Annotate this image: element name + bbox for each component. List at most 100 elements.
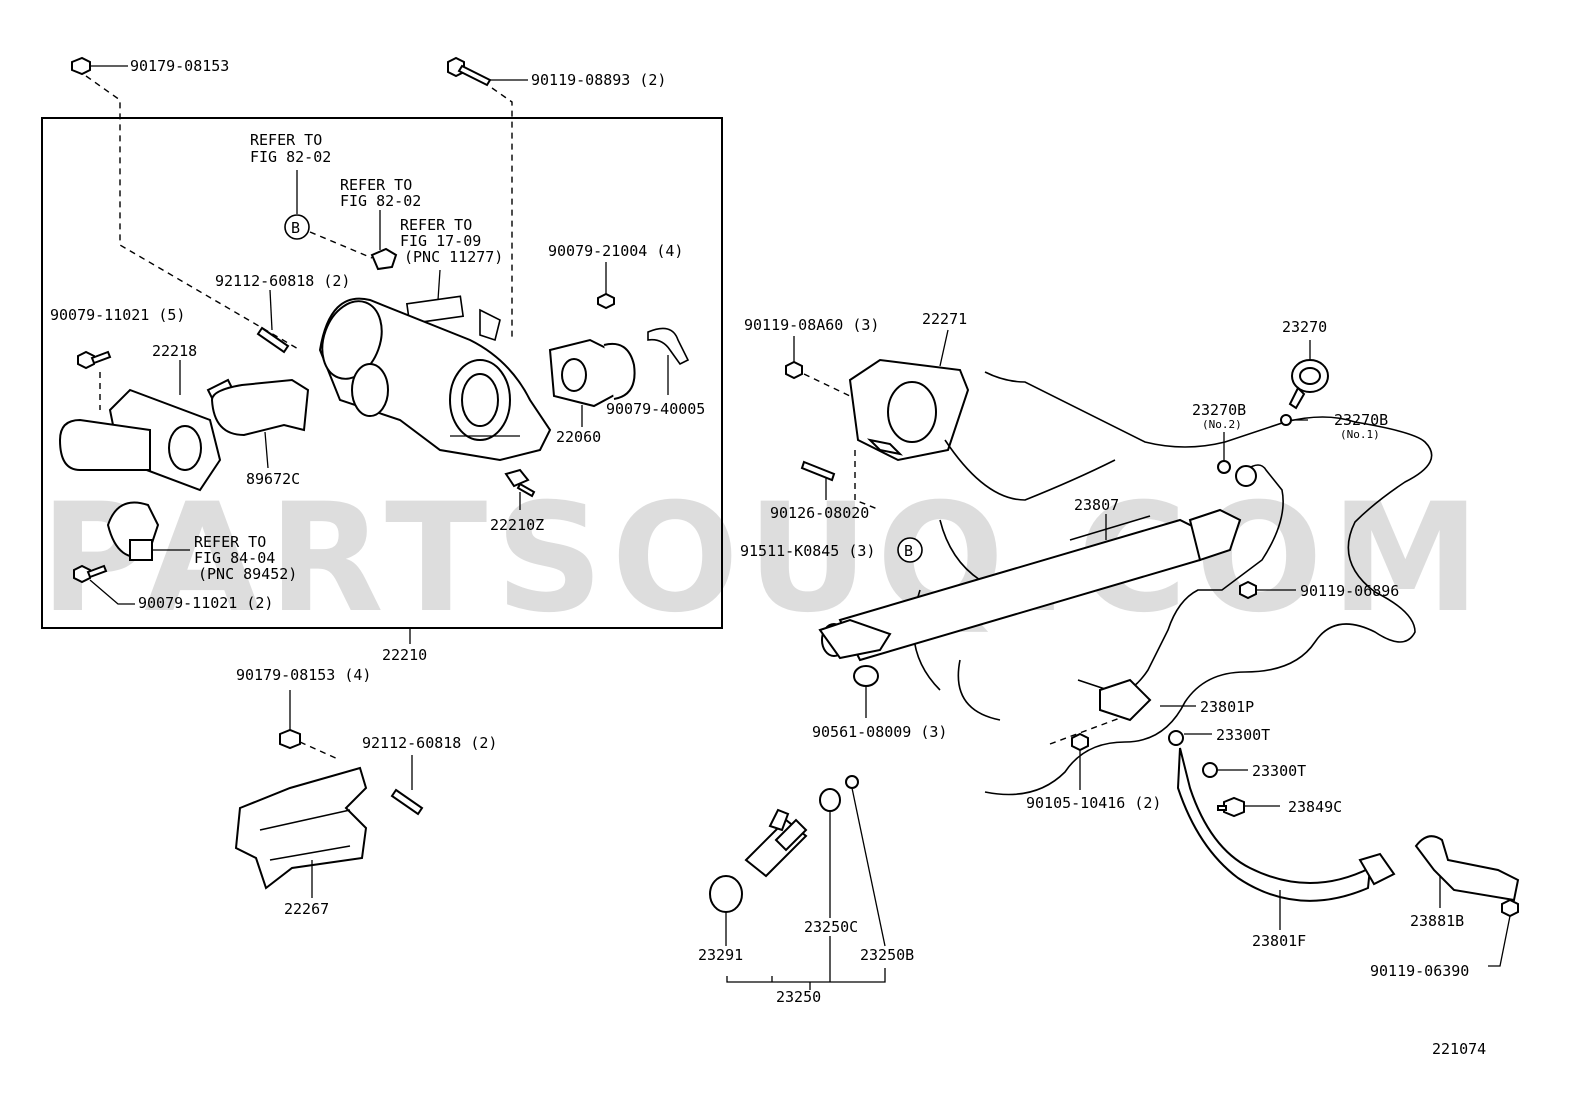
label-refer-82-02-b1: REFER TO xyxy=(340,176,412,194)
label-23300t-a: 23300T xyxy=(1216,726,1270,744)
stud-92112-60818-bottom[interactable] xyxy=(390,755,424,816)
clamp-23881B[interactable] xyxy=(1414,835,1520,908)
label-plate[interactable] xyxy=(405,295,465,325)
refer-badge-b-left[interactable] xyxy=(284,214,310,240)
label-23300t-b: 23300T xyxy=(1252,762,1306,780)
badge-b-right-text: B xyxy=(904,542,913,560)
label-refer-82-02-b2: FIG 82-02 xyxy=(340,192,421,210)
bolt-90119-08893[interactable] xyxy=(447,56,528,87)
label-22271: 22271 xyxy=(922,310,967,328)
badge-b-left-text: B xyxy=(291,219,300,237)
washer-23270B-no1[interactable] xyxy=(1280,414,1292,426)
insulator-90561-08009[interactable] xyxy=(853,665,879,718)
label-23250b: 23250B xyxy=(860,946,914,964)
label-90079-40005: 90079-40005 xyxy=(606,400,705,418)
sensor-22210Z[interactable] xyxy=(504,468,536,510)
stud-92112-60818-top[interactable] xyxy=(256,289,290,354)
injector-23250[interactable] xyxy=(744,808,808,878)
nut-90179-08153-top[interactable] xyxy=(71,56,128,76)
label-92112-60818-top: 92112-60818 (2) xyxy=(215,272,350,290)
label-23250c: 23250C xyxy=(804,918,858,936)
nut-90179-08153-4[interactable] xyxy=(279,690,301,750)
washer-23270B-no2[interactable] xyxy=(1217,460,1231,474)
label-refer-82-02-a2: FIG 82-02 xyxy=(250,148,331,166)
label-23270b-no1: 23270B xyxy=(1334,411,1388,429)
label-23881b: 23881B xyxy=(1410,912,1464,930)
bracket-22218[interactable] xyxy=(58,388,222,492)
fuel-hose-23801F[interactable] xyxy=(1176,747,1396,930)
label-90119-08a60: 90119-08A60 (3) xyxy=(744,316,879,334)
diagram-id: 221074 xyxy=(1432,1040,1486,1058)
label-89672c: 89672C xyxy=(246,470,300,488)
leader-dashed-1 xyxy=(85,75,301,351)
bolt-90119-06896[interactable] xyxy=(1239,580,1296,600)
label-22210: 22210 xyxy=(382,646,427,664)
label-91511-k0845: 91511-K0845 (3) xyxy=(740,542,875,560)
throttle-body-22210[interactable] xyxy=(312,293,552,462)
screw-90079-11021-2[interactable] xyxy=(73,564,108,584)
label-90119-06390: 90119-06390 xyxy=(1370,962,1469,980)
label-90079-11021-2: 90079-11021 (2) xyxy=(138,594,273,612)
clip-90079-40005[interactable] xyxy=(647,327,690,366)
bolt-90119-08A60[interactable] xyxy=(785,336,803,380)
label-92112-60818-bottom: 92112-60818 (2) xyxy=(362,734,497,752)
label-22210z: 22210Z xyxy=(490,516,544,534)
label-refer-84-04-1: REFER TO xyxy=(194,533,266,551)
label-23270b-no2: 23270B xyxy=(1192,401,1246,419)
label-90561-08009: 90561-08009 (3) xyxy=(812,723,947,741)
cap-23270[interactable] xyxy=(1288,340,1329,410)
sensor-89672C[interactable] xyxy=(206,378,310,437)
screw-90079-21004[interactable] xyxy=(597,262,615,310)
screw-90079-11021-5[interactable] xyxy=(77,350,112,370)
bracket-22267[interactable] xyxy=(234,766,368,890)
fuel-pipe[interactable] xyxy=(1077,464,1284,694)
idle-speed-valve-22060[interactable] xyxy=(548,338,636,408)
grommet-23291[interactable] xyxy=(709,875,743,913)
label-90179-08153-4: 90179-08153 (4) xyxy=(236,666,371,684)
label-23801f: 23801F xyxy=(1252,932,1306,950)
label-refer-17-09-3: (PNC 11277) xyxy=(404,248,503,266)
bolt-90105-10416[interactable] xyxy=(1071,732,1089,790)
label-22218: 22218 xyxy=(152,342,197,360)
label-90119-08893: 90119-08893 (2) xyxy=(531,71,666,89)
union-bolt-23849C[interactable] xyxy=(1217,796,1280,818)
intake-manifold xyxy=(984,371,1433,796)
refer-badge-b-right[interactable] xyxy=(897,537,923,563)
label-90126-08020: 90126-08020 xyxy=(770,504,869,522)
watermark: PARTSOUQ.COM xyxy=(40,472,1488,646)
label-23250: 23250 xyxy=(776,988,821,1006)
label-23849c: 23849C xyxy=(1288,798,1342,816)
sensor-89452[interactable] xyxy=(106,501,160,561)
fuel-rail-23807[interactable] xyxy=(818,508,1242,662)
clamp-23801P[interactable] xyxy=(1099,678,1196,722)
label-22060: 22060 xyxy=(556,428,601,446)
clip-sensor[interactable] xyxy=(370,247,398,271)
label-no1: (No.1) xyxy=(1340,428,1380,441)
leader-dashed-2 xyxy=(491,87,513,340)
label-90179-08153-top: 90179-08153 xyxy=(130,57,229,75)
label-23801p: 23801P xyxy=(1200,698,1254,716)
bolt-90119-06390[interactable] xyxy=(1488,898,1519,967)
label-refer-84-04-3: (PNC 89452) xyxy=(198,565,297,583)
label-no2: (No.2) xyxy=(1202,418,1242,431)
label-23291: 23291 xyxy=(698,946,743,964)
label-refer-84-04-2: FIG 84-04 xyxy=(194,549,275,567)
gasket-23300T-b[interactable] xyxy=(1202,762,1218,778)
label-22267: 22267 xyxy=(284,900,329,918)
gasket-23300T-a[interactable] xyxy=(1168,730,1184,746)
assembly-box-22210 xyxy=(41,117,723,629)
o-ring-23250B[interactable] xyxy=(845,775,859,789)
o-ring-23250C[interactable] xyxy=(819,788,841,812)
label-refer-17-09-2: FIG 17-09 xyxy=(400,232,481,250)
label-refer-82-02-a1: REFER TO xyxy=(250,131,322,149)
stud-90126-08020[interactable] xyxy=(800,460,836,500)
label-23270: 23270 xyxy=(1282,318,1327,336)
label-23807: 23807 xyxy=(1074,496,1119,514)
label-90119-06896: 90119-06896 xyxy=(1300,582,1399,600)
label-90079-21004: 90079-21004 (4) xyxy=(548,242,683,260)
gasket-22271[interactable] xyxy=(848,358,970,462)
label-refer-17-09-1: REFER TO xyxy=(400,216,472,234)
label-90105-10416: 90105-10416 (2) xyxy=(1026,794,1161,812)
